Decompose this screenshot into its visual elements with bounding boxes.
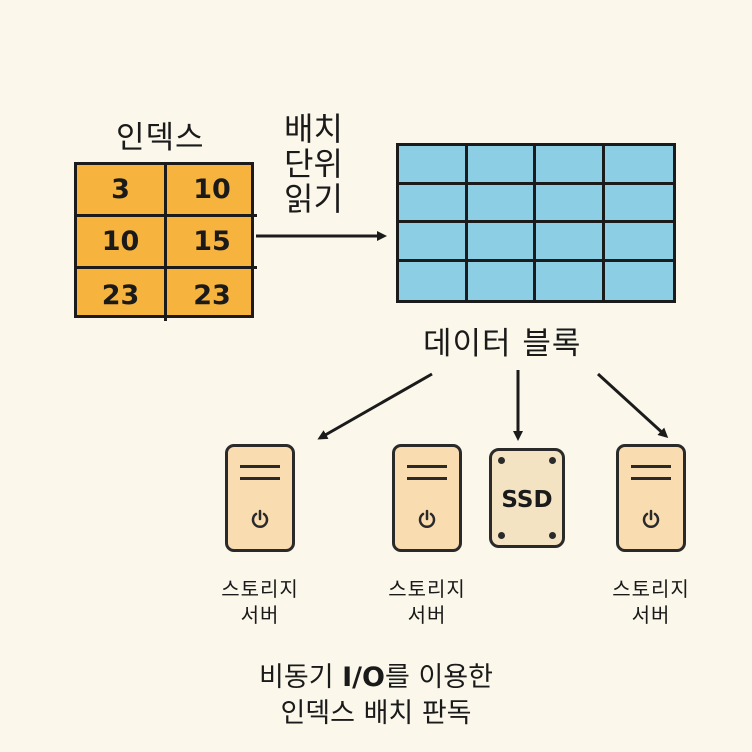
data-block-grid [396,143,676,303]
server-label-line: 서버 [240,603,280,627]
power-icon [642,509,660,528]
data-block-cell [399,223,468,262]
screw-icon [549,532,556,539]
storage-server-2 [392,444,462,552]
data-block-cell [604,185,673,223]
server-label-line: 스토리지 [221,577,299,601]
server-label-3: 스토리지 서버 [596,576,706,628]
server-slot [407,465,447,468]
caption-line-2: 인덱스 배치 판독 [280,698,472,729]
server-label-line: 스토리지 [612,577,690,601]
storage-server-1 [225,444,295,552]
data-block-cell [536,261,605,300]
ssd-label: SSD [501,487,553,513]
index-cell: 23 [77,269,167,321]
server-label-line: 서버 [407,603,447,627]
screw-icon [498,532,505,539]
server-slot [631,465,671,468]
diagram-caption: 비동기 I/O를 이용한 인덱스 배치 판독 [176,660,576,732]
power-icon [418,509,436,528]
index-cell: 10 [167,165,257,217]
data-block-cell [399,261,468,300]
screw-icon [498,457,505,464]
server-slot [240,465,280,468]
data-block-cell [604,146,673,185]
index-title: 인덱스 [116,120,205,156]
data-block-cell [467,184,536,223]
storage-server-3 [616,444,686,552]
index-cell: 23 [193,279,231,311]
index-table: 3 10 10 15 23 23 [74,162,257,321]
server-slot [407,477,447,480]
arrow-block-to-server-3 [596,372,669,439]
batch-read-line: 읽기 [284,180,343,218]
batch-read-label: 배치 단위 읽기 [284,112,374,217]
power-icon [251,509,269,528]
server-label-line: 서버 [631,603,671,627]
data-block-cell [467,146,536,185]
data-block-cell [468,261,536,300]
caption-io: I/O [342,662,386,693]
data-block-cell [536,223,605,262]
arrow-block-to-server-1 [317,372,433,440]
ssd-drive: SSD [489,448,565,548]
server-label-1: 스토리지 서버 [205,576,315,628]
screw-icon [549,457,556,464]
caption-suffix: 를 이용한 [385,662,493,693]
data-block-label: 데이터 블록 [423,326,582,362]
data-block-cell [399,146,468,185]
caption-line-1: 비동기 I/O를 이용한 [176,660,576,696]
data-block-cell [467,223,536,262]
caption-prefix: 비동기 [259,662,343,693]
index-cell: 10 [77,217,167,269]
server-label-line: 스토리지 [388,577,466,601]
server-slot [240,477,280,480]
data-block-cell [399,184,468,223]
data-block-cell [604,223,673,262]
server-slot [631,477,671,480]
index-cell: 3 [77,165,167,217]
data-block-cell [536,146,605,185]
index-cell: 15 [167,217,257,269]
batch-read-line: 단위 [284,145,343,183]
server-label-2: 스토리지 서버 [372,576,482,628]
data-block-cell [536,184,605,223]
batch-read-line: 배치 [284,110,343,148]
